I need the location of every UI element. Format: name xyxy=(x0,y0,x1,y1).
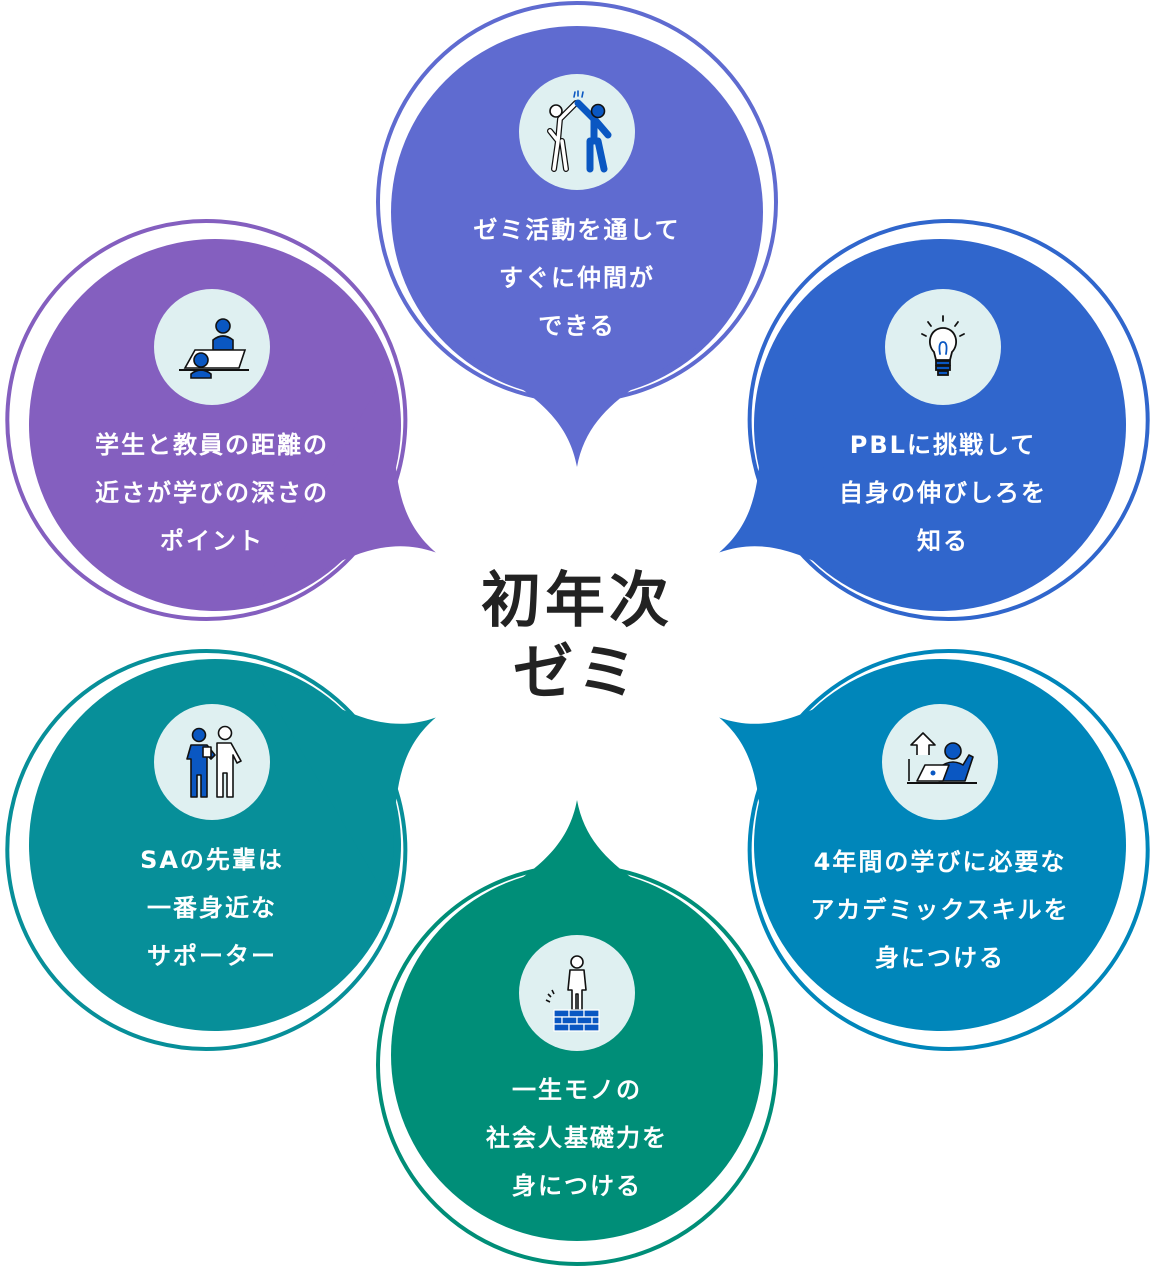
text-line: 知る xyxy=(917,527,969,555)
text-line: SAの先輩は xyxy=(140,846,284,874)
bubble-tail xyxy=(437,334,717,467)
bubble-tail xyxy=(719,662,905,906)
bubble-top xyxy=(376,1,778,467)
text-line: ゼミ活動を通して xyxy=(473,216,681,244)
text-line: すぐに仲間が xyxy=(499,264,655,292)
text-line: アカデミックスキルを xyxy=(810,896,1070,924)
bubble-right-top xyxy=(719,219,1150,621)
bubble-text-right-top: PBLに挑戦して 自身の伸びしろを 知る xyxy=(763,421,1123,565)
text-line: ポイント xyxy=(160,527,264,555)
center-title-line2: ゼミ xyxy=(513,638,641,708)
bubble-bottom xyxy=(376,800,778,1266)
bubble-tail xyxy=(719,364,905,608)
text-line: サポーター xyxy=(147,942,277,970)
bubble-tail xyxy=(437,800,717,933)
bubble-text-left-top: 学生と教員の距離の 近さが学びの深さの ポイント xyxy=(32,421,392,565)
text-line: PBLに挑戦して xyxy=(849,431,1037,459)
teacher-student-desk-icon xyxy=(154,289,270,405)
text-line: 一番身近な xyxy=(147,894,277,922)
high-five-icon xyxy=(519,74,635,190)
text-line: 自身の伸びしろを xyxy=(839,479,1047,507)
bubble-text-left-bottom: SAの先輩は 一番身近な サポーター xyxy=(32,836,392,980)
bubble-tail xyxy=(250,364,436,608)
bubble-right-bottom xyxy=(719,649,1150,1051)
center-title: 初年次 ゼミ xyxy=(481,565,673,709)
text-line: 社会人基礎力を xyxy=(486,1124,668,1152)
bubble-fill xyxy=(391,869,763,1241)
text-line: 学生と教員の距離の xyxy=(95,431,329,459)
text-line: 一生モノの xyxy=(512,1076,642,1104)
light-bulb-icon xyxy=(885,289,1001,405)
mentor-pair-icon xyxy=(154,704,270,820)
laptop-growth-icon xyxy=(882,704,998,820)
bubble-tail xyxy=(250,662,436,906)
text-line: 身につける xyxy=(512,1172,642,1200)
bubble-text-right-bottom: 4年間の学びに必要な アカデミックスキルを 身につける xyxy=(740,838,1140,982)
bubble-text-bottom: 一生モノの 社会人基礎力を 身につける xyxy=(397,1066,757,1210)
bubble-fill xyxy=(391,26,763,398)
bubble-left-bottom xyxy=(5,649,436,1051)
bubble-text-top: ゼミ活動を通して すぐに仲間が できる xyxy=(397,206,757,350)
bubble-left-top xyxy=(5,219,436,621)
text-line: できる xyxy=(538,312,616,340)
center-title-line1: 初年次 xyxy=(481,566,673,636)
text-line: 近さが学びの深さの xyxy=(95,479,329,507)
person-on-wall-icon xyxy=(519,935,635,1051)
text-line: 4年間の学びに必要な xyxy=(813,848,1067,876)
text-line: 身につける xyxy=(875,944,1005,972)
